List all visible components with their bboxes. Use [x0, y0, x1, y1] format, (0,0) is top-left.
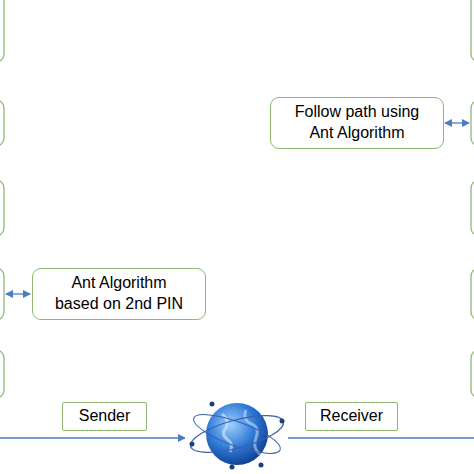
process-box: Ant Algorithm based on 2nd PIN	[32, 268, 206, 320]
sender-label-box: Sender	[62, 402, 147, 431]
process-box: Follow path using Ant Algorithm	[270, 97, 444, 149]
node-text: Ant Algorithm based on 2nd PIN	[49, 273, 189, 315]
node-text: Receiver	[320, 406, 383, 427]
receiver-label-box: Receiver	[305, 402, 398, 431]
node-text: Sender	[79, 406, 131, 427]
node-text: Follow path using Ant Algorithm	[282, 102, 432, 144]
globe-icon	[185, 401, 288, 470]
